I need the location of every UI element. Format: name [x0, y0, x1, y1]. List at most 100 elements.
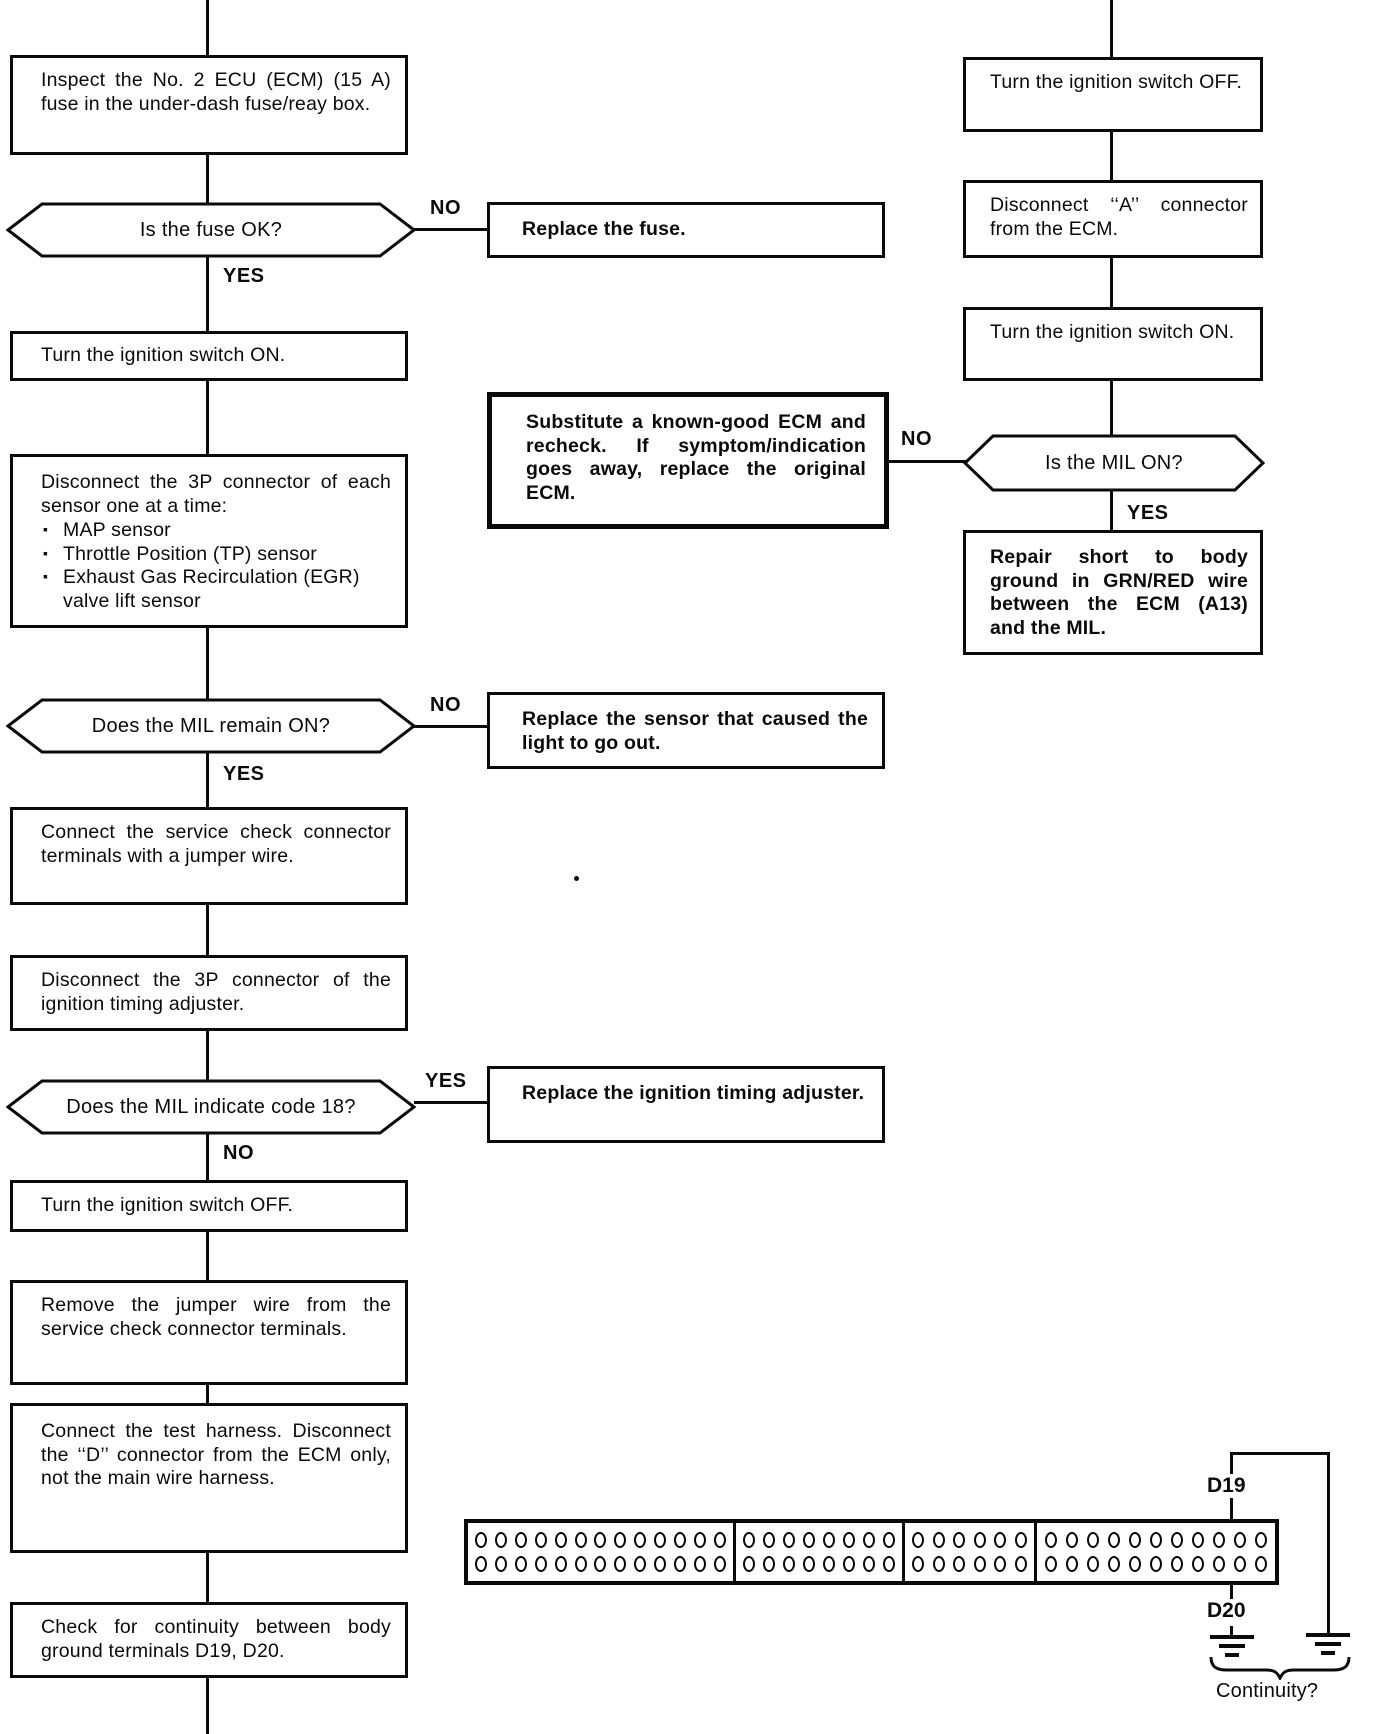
connector-pin-row: [739, 1556, 899, 1573]
list-item: ▪ Throttle Position (TP) sensor: [41, 543, 391, 567]
decision-text: Is the fuse OK?: [139, 218, 283, 241]
connector-pin: [1255, 1556, 1268, 1573]
flow-line: [206, 1132, 209, 1182]
connector-pin: [554, 1531, 567, 1548]
connector-pin: [1128, 1556, 1141, 1573]
flow-line: [206, 752, 209, 809]
step-text: Disconnect the 3P connector of each sens…: [41, 471, 391, 517]
branch-label-no: NO: [430, 197, 461, 219]
connector-pin: [932, 1531, 945, 1548]
connector-pin: [594, 1556, 607, 1573]
flow-line: [206, 257, 209, 333]
connector-pin: [1044, 1556, 1057, 1573]
decision-text: Does the MIL indicate code 18?: [66, 1095, 356, 1118]
connector-pin: [1192, 1531, 1205, 1548]
connector-pin-row: [1040, 1556, 1272, 1573]
step-text: Inspect the No. 2 ECU (ECM) (15 A) fuse …: [41, 69, 391, 115]
connector-pin: [1065, 1531, 1078, 1548]
underbrace-icon: [1209, 1656, 1351, 1680]
connector-pin: [1213, 1531, 1226, 1548]
step-text: Turn the ignition switch OFF.: [990, 71, 1243, 93]
d19-wire: [1327, 1452, 1330, 1633]
branch-label-no: NO: [901, 428, 932, 450]
connector-pin-row: [908, 1556, 1031, 1573]
connector-pin: [1044, 1531, 1057, 1548]
action-text: Replace the sensor that caused the light…: [522, 708, 868, 754]
flow-line: [206, 154, 209, 204]
connector-pin: [1149, 1531, 1162, 1548]
connector-pin: [953, 1531, 966, 1548]
connector-pin: [594, 1531, 607, 1548]
step-text: Disconnect the 3P connector of the ignit…: [41, 969, 391, 1015]
connector-pin: [1065, 1556, 1078, 1573]
bullet-icon: ▪: [43, 568, 49, 584]
step-remove-jumper: Remove the jumper wire from the service …: [10, 1280, 408, 1385]
flow-line: [206, 1676, 209, 1734]
connector-pin: [994, 1531, 1007, 1548]
d19-wire: [1230, 1452, 1330, 1455]
connector-pin: [1234, 1531, 1247, 1548]
connector-pin: [534, 1556, 547, 1573]
connector-section-b: [736, 1523, 905, 1581]
flow-line: [1110, 255, 1113, 309]
d20-wire: [1230, 1626, 1233, 1635]
list-item-text: Exhaust Gas Recirculation (EGR) valve li…: [63, 566, 360, 612]
hexagon-shape: [6, 698, 416, 754]
connector-pin: [494, 1531, 507, 1548]
flow-line: [206, 1551, 209, 1604]
list-item: ▪ Exhaust Gas Recirculation (EGR) valve …: [41, 566, 391, 613]
connector-pin-row: [1040, 1531, 1272, 1548]
connector-pin-row: [471, 1556, 730, 1573]
connector-pin: [1171, 1531, 1183, 1548]
connector-pin: [634, 1556, 647, 1573]
connector-section-a: [468, 1523, 736, 1581]
connector-pin: [674, 1556, 687, 1573]
connector-pin: [474, 1531, 487, 1548]
decision-is-fuse-ok: Is the fuse OK?: [6, 202, 416, 258]
branch-line-no: [887, 460, 966, 463]
flow-line: [1110, 0, 1113, 58]
action-substitute-ecm: Substitute a known-good ECM and recheck.…: [487, 392, 889, 529]
step-text: Remove the jumper wire from the service …: [41, 1294, 391, 1340]
connector-pin: [823, 1531, 835, 1548]
connector-pin: [1149, 1556, 1162, 1573]
step-text: Connect the test harness. Disconnect the…: [41, 1420, 391, 1489]
connector-pin: [694, 1556, 707, 1573]
connector-pin: [863, 1556, 875, 1573]
connector-pin: [803, 1556, 815, 1573]
connector-pin: [1192, 1556, 1205, 1573]
list-item-text: MAP sensor: [63, 519, 171, 541]
connector-pin-row: [739, 1531, 899, 1548]
sensor-list: ▪ MAP sensor ▪ Throttle Position (TP) se…: [41, 519, 391, 613]
ecm-connector-diagram: [464, 1519, 1279, 1585]
connector-pin: [614, 1531, 627, 1548]
step-text: Turn the ignition switch ON.: [41, 344, 286, 367]
connector-pin: [514, 1556, 527, 1573]
step-connect-jumper: Connect the service check connector term…: [10, 807, 408, 905]
bullet-icon: ▪: [43, 544, 49, 561]
connector-pin: [494, 1556, 507, 1573]
hexagon-shape: [6, 202, 416, 258]
connector-pin: [763, 1556, 775, 1573]
connector-pin: [843, 1556, 855, 1573]
pin-label-d20: D20: [1204, 1599, 1249, 1623]
connector-pin: [474, 1556, 487, 1573]
step-inspect-fuse: Inspect the No. 2 ECU (ECM) (15 A) fuse …: [10, 55, 408, 155]
connector-pin: [714, 1531, 727, 1548]
connector-pin: [714, 1556, 727, 1573]
connector-pin: [823, 1556, 835, 1573]
step-connect-test-harness: Connect the test harness. Disconnect the…: [10, 1403, 408, 1553]
flow-line: [206, 379, 209, 456]
decision-is-mil-on: Is the MIL ON?: [963, 434, 1265, 492]
flow-line: [206, 0, 209, 56]
d20-wire: [1230, 1583, 1233, 1603]
action-repair-short: Repair short to body ground in GRN/RED w…: [963, 530, 1263, 655]
connector-pin: [674, 1531, 687, 1548]
decision-text: Is the MIL ON?: [1045, 451, 1183, 474]
step-text: Turn the ignition switch OFF.: [41, 1194, 294, 1217]
step-text: Disconnect ‘‘A’’ connector from the ECM.: [990, 194, 1248, 240]
connector-pin: [932, 1556, 945, 1573]
step-ignition-on: Turn the ignition switch ON.: [10, 331, 408, 381]
branch-label-yes: YES: [425, 1070, 467, 1092]
step-ignition-off-right: Turn the ignition switch OFF.: [963, 57, 1263, 132]
